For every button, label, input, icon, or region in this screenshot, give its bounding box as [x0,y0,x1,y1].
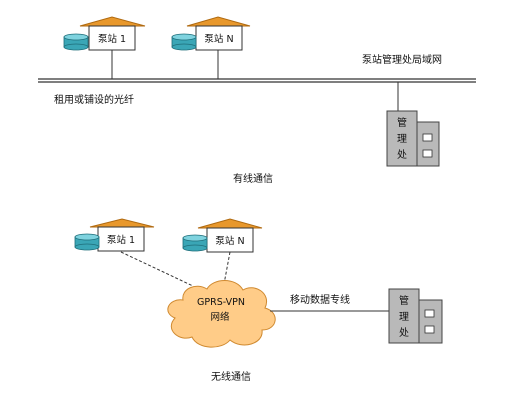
cloud-label-line1: GPRS-VPN [197,297,245,308]
station-label: 泵站 1 [98,33,126,45]
management-office-building: 管 理 处 [388,288,443,344]
office-label-char: 处 [397,149,407,161]
station-house [88,25,136,51]
wired-station-n: 泵站 N [171,16,251,79]
station-roof [186,16,251,27]
management-office-building: 管 理 处 [386,110,440,167]
office-window [422,133,433,142]
office-label-char: 管 [399,294,409,307]
office-window [424,309,435,318]
gprs-vpn-cloud: GPRS-VPN 网络 [167,280,276,348]
office-label-char: 处 [399,327,409,339]
station-roof [197,218,263,229]
office-label-char: 理 [399,311,409,323]
fiber-label: 租用或铺设的光纤 [54,93,134,106]
wireless-section: 泵站 1 泵站 N GPRS-VPN 网络 [74,218,443,383]
wireless-link-n [223,251,231,285]
wired-section: 泵站 1 泵站 N 泵站管理处局域网 租用或铺设的光纤 [38,16,476,185]
tank-icon [74,233,100,251]
mobile-data-label: 移动数据专线 [290,293,350,306]
tank-icon [171,33,197,51]
station-label: 泵站 N [215,235,244,247]
office-window [424,325,435,334]
wired-caption: 有线通信 [233,172,273,185]
wireless-link-1 [120,251,194,287]
wireless-station-1: 泵站 1 [74,218,155,252]
station-roof [89,218,155,228]
tank-icon [63,33,89,51]
wired-station-1: 泵站 1 [63,16,146,79]
station-roof [79,16,146,27]
office-window [422,149,433,158]
office-label-char: 理 [397,133,407,145]
wireless-caption: 无线通信 [211,370,251,383]
station-label: 泵站 1 [107,234,135,246]
wireless-station-n: 泵站 N [182,218,263,253]
office-label-char: 管 [397,116,407,129]
cloud-label-line2: 网络 [210,311,230,323]
lan-label: 泵站管理处局域网 [362,53,442,66]
tank-icon [182,234,208,252]
station-house [195,25,243,51]
station-label: 泵站 N [204,33,233,45]
